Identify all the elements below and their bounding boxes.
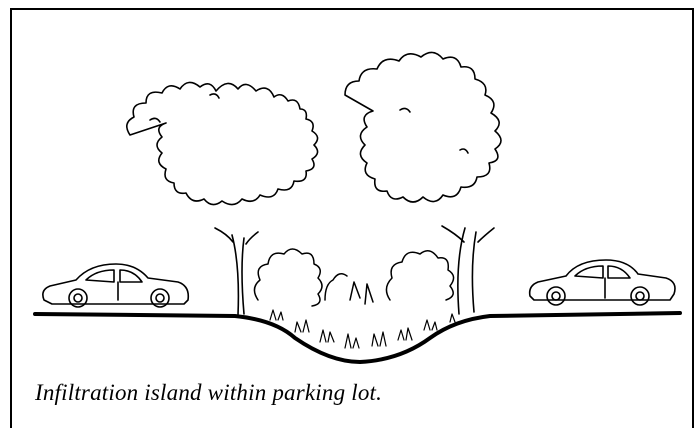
figure-caption: Infiltration island within parking lot. [35,380,382,406]
left-car [43,264,188,307]
ground-line [35,313,680,362]
tree-canopy [127,52,501,204]
shrubs [254,249,453,306]
tree-trunks [215,226,494,315]
right-car [530,260,675,305]
